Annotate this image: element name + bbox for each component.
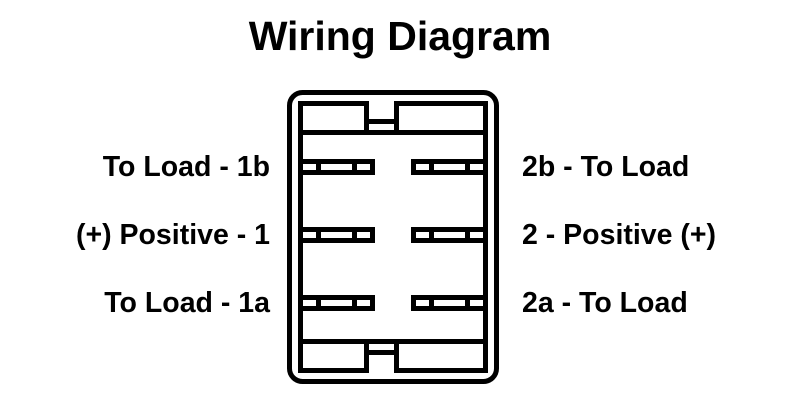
terminal-label-1b: To Load - 1b (102, 151, 270, 183)
switch-top-center-notch (364, 121, 399, 133)
terminal-pin-2a (411, 295, 488, 311)
terminal-label-2: 2 - Positive (+) (522, 219, 717, 251)
terminal-pin-1b (298, 159, 375, 175)
terminal-pin-2b (411, 159, 488, 175)
terminal-label-2b: 2b - To Load (522, 151, 690, 183)
terminal-label-1a: To Load - 1a (104, 287, 270, 319)
terminal-label-2a: 2a - To Load (522, 287, 688, 319)
terminal-pin-1a (298, 295, 375, 311)
rocker-switch-body-graphic (287, 90, 499, 384)
terminal-label-1: (+) Positive - 1 (75, 219, 270, 251)
right-terminal-label-column: 2b - To Load 2 - Positive (+) 2a - To Lo… (518, 140, 796, 340)
left-terminal-label-column: To Load - 1b (+) Positive - 1 To Load - … (0, 140, 278, 340)
switch-outer-housing (287, 90, 499, 384)
switch-inner-frame (298, 101, 488, 373)
switch-bottom-center-notch (364, 341, 399, 353)
terminal-pin-2 (411, 227, 488, 243)
terminal-pin-1 (298, 227, 375, 243)
page-title: Wiring Diagram (248, 13, 552, 59)
